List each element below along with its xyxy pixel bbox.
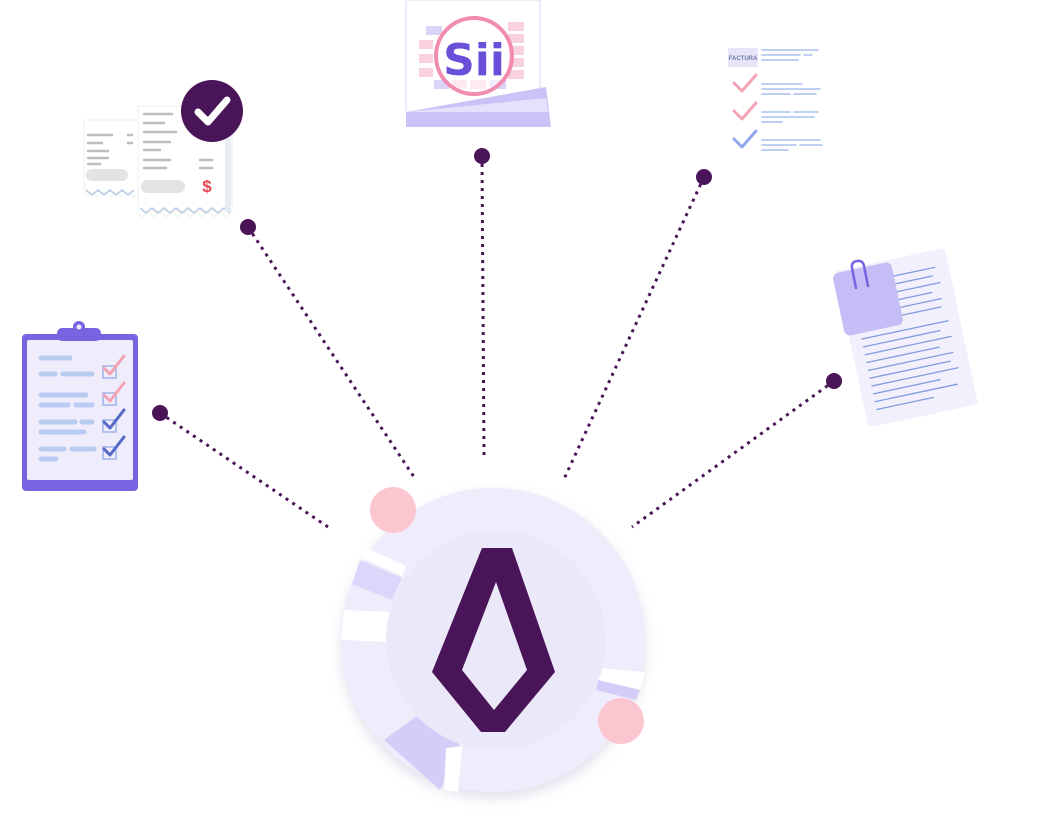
connector-documents [631, 373, 842, 529]
connector-dot [696, 169, 712, 185]
hub-inner [386, 530, 606, 750]
connector-invoice [562, 169, 712, 480]
connector-dot [474, 148, 490, 164]
central-hub [341, 487, 645, 792]
connector-sii [474, 148, 490, 456]
connector-dot [152, 405, 168, 421]
sii-logo-icon: Sii [405, 0, 551, 127]
connector-dot [240, 219, 256, 235]
check-badge-icon [181, 80, 243, 142]
invoice-checklist-icon: FACTURA [728, 48, 823, 151]
diamond-logo-icon [432, 548, 555, 732]
sii-label: Sii [443, 35, 505, 86]
pink-bubble [370, 487, 416, 533]
connector-dot [826, 373, 842, 389]
clipboard-checklist-icon [22, 321, 138, 491]
invoice-title: FACTURA [729, 56, 758, 62]
dollar-sign-label: $ [202, 177, 212, 196]
connector-checklist [152, 405, 329, 529]
paid-receipt-icon: $ [83, 80, 243, 218]
clipped-document-icon [833, 248, 978, 428]
pink-bubble [598, 698, 644, 744]
connector-receipts [240, 219, 418, 481]
